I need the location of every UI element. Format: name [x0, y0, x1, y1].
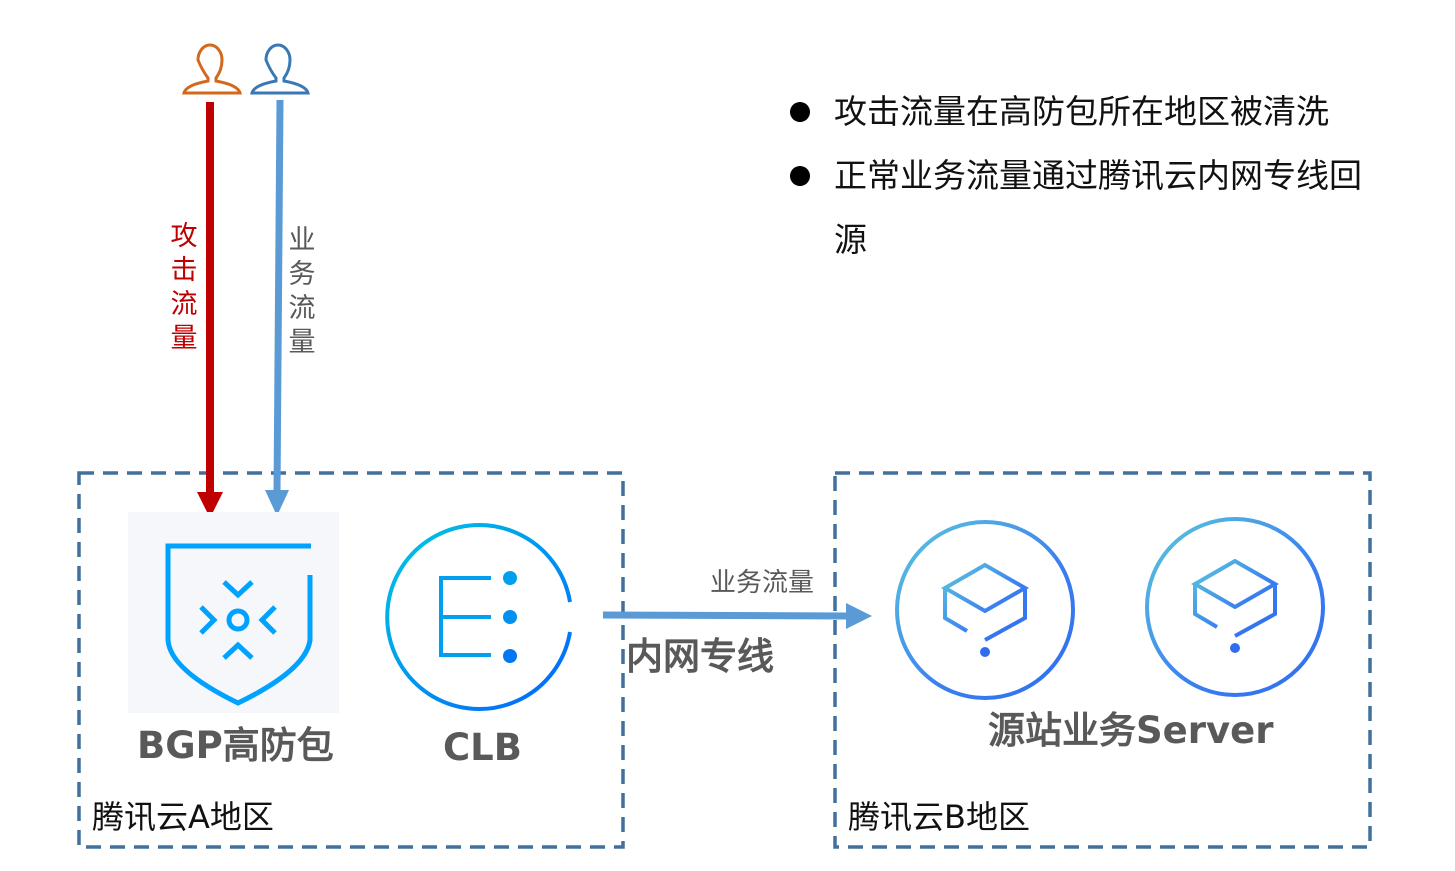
clb-label: CLB	[443, 726, 522, 769]
region-b-border	[833, 471, 1372, 849]
intranet-link-label: 内网专线	[626, 635, 774, 678]
note-2: 正常业务流量通过腾讯云内网专线回源	[790, 144, 1390, 272]
server-icon-2	[1145, 517, 1325, 697]
attack-flow-arrow	[197, 102, 223, 518]
region-a-border	[77, 471, 625, 849]
bullet-dot	[790, 102, 810, 122]
bullet-dot	[790, 166, 810, 186]
business-flow-arrow	[265, 99, 289, 516]
user-icon-attacker	[182, 43, 242, 95]
link-flow-label: 业务流量	[710, 568, 815, 598]
server-icon-1	[895, 520, 1075, 700]
region-b-label: 腾讯云B地区	[848, 798, 1030, 836]
note-1: 攻击流量在高防包所在地区被清洗	[790, 80, 1390, 144]
region-a-label: 腾讯云A地区	[92, 798, 274, 836]
bgp-label: BGP高防包	[137, 724, 334, 767]
business-flow-label: 业务流量	[288, 225, 316, 358]
attack-flow-label: 攻击流量	[170, 221, 198, 354]
shield-icon	[128, 512, 339, 713]
server-label: 源站业务Server	[988, 709, 1274, 752]
intranet-link-arrow	[602, 603, 872, 629]
user-icon-normal	[250, 43, 310, 95]
clb-icon	[385, 523, 572, 711]
